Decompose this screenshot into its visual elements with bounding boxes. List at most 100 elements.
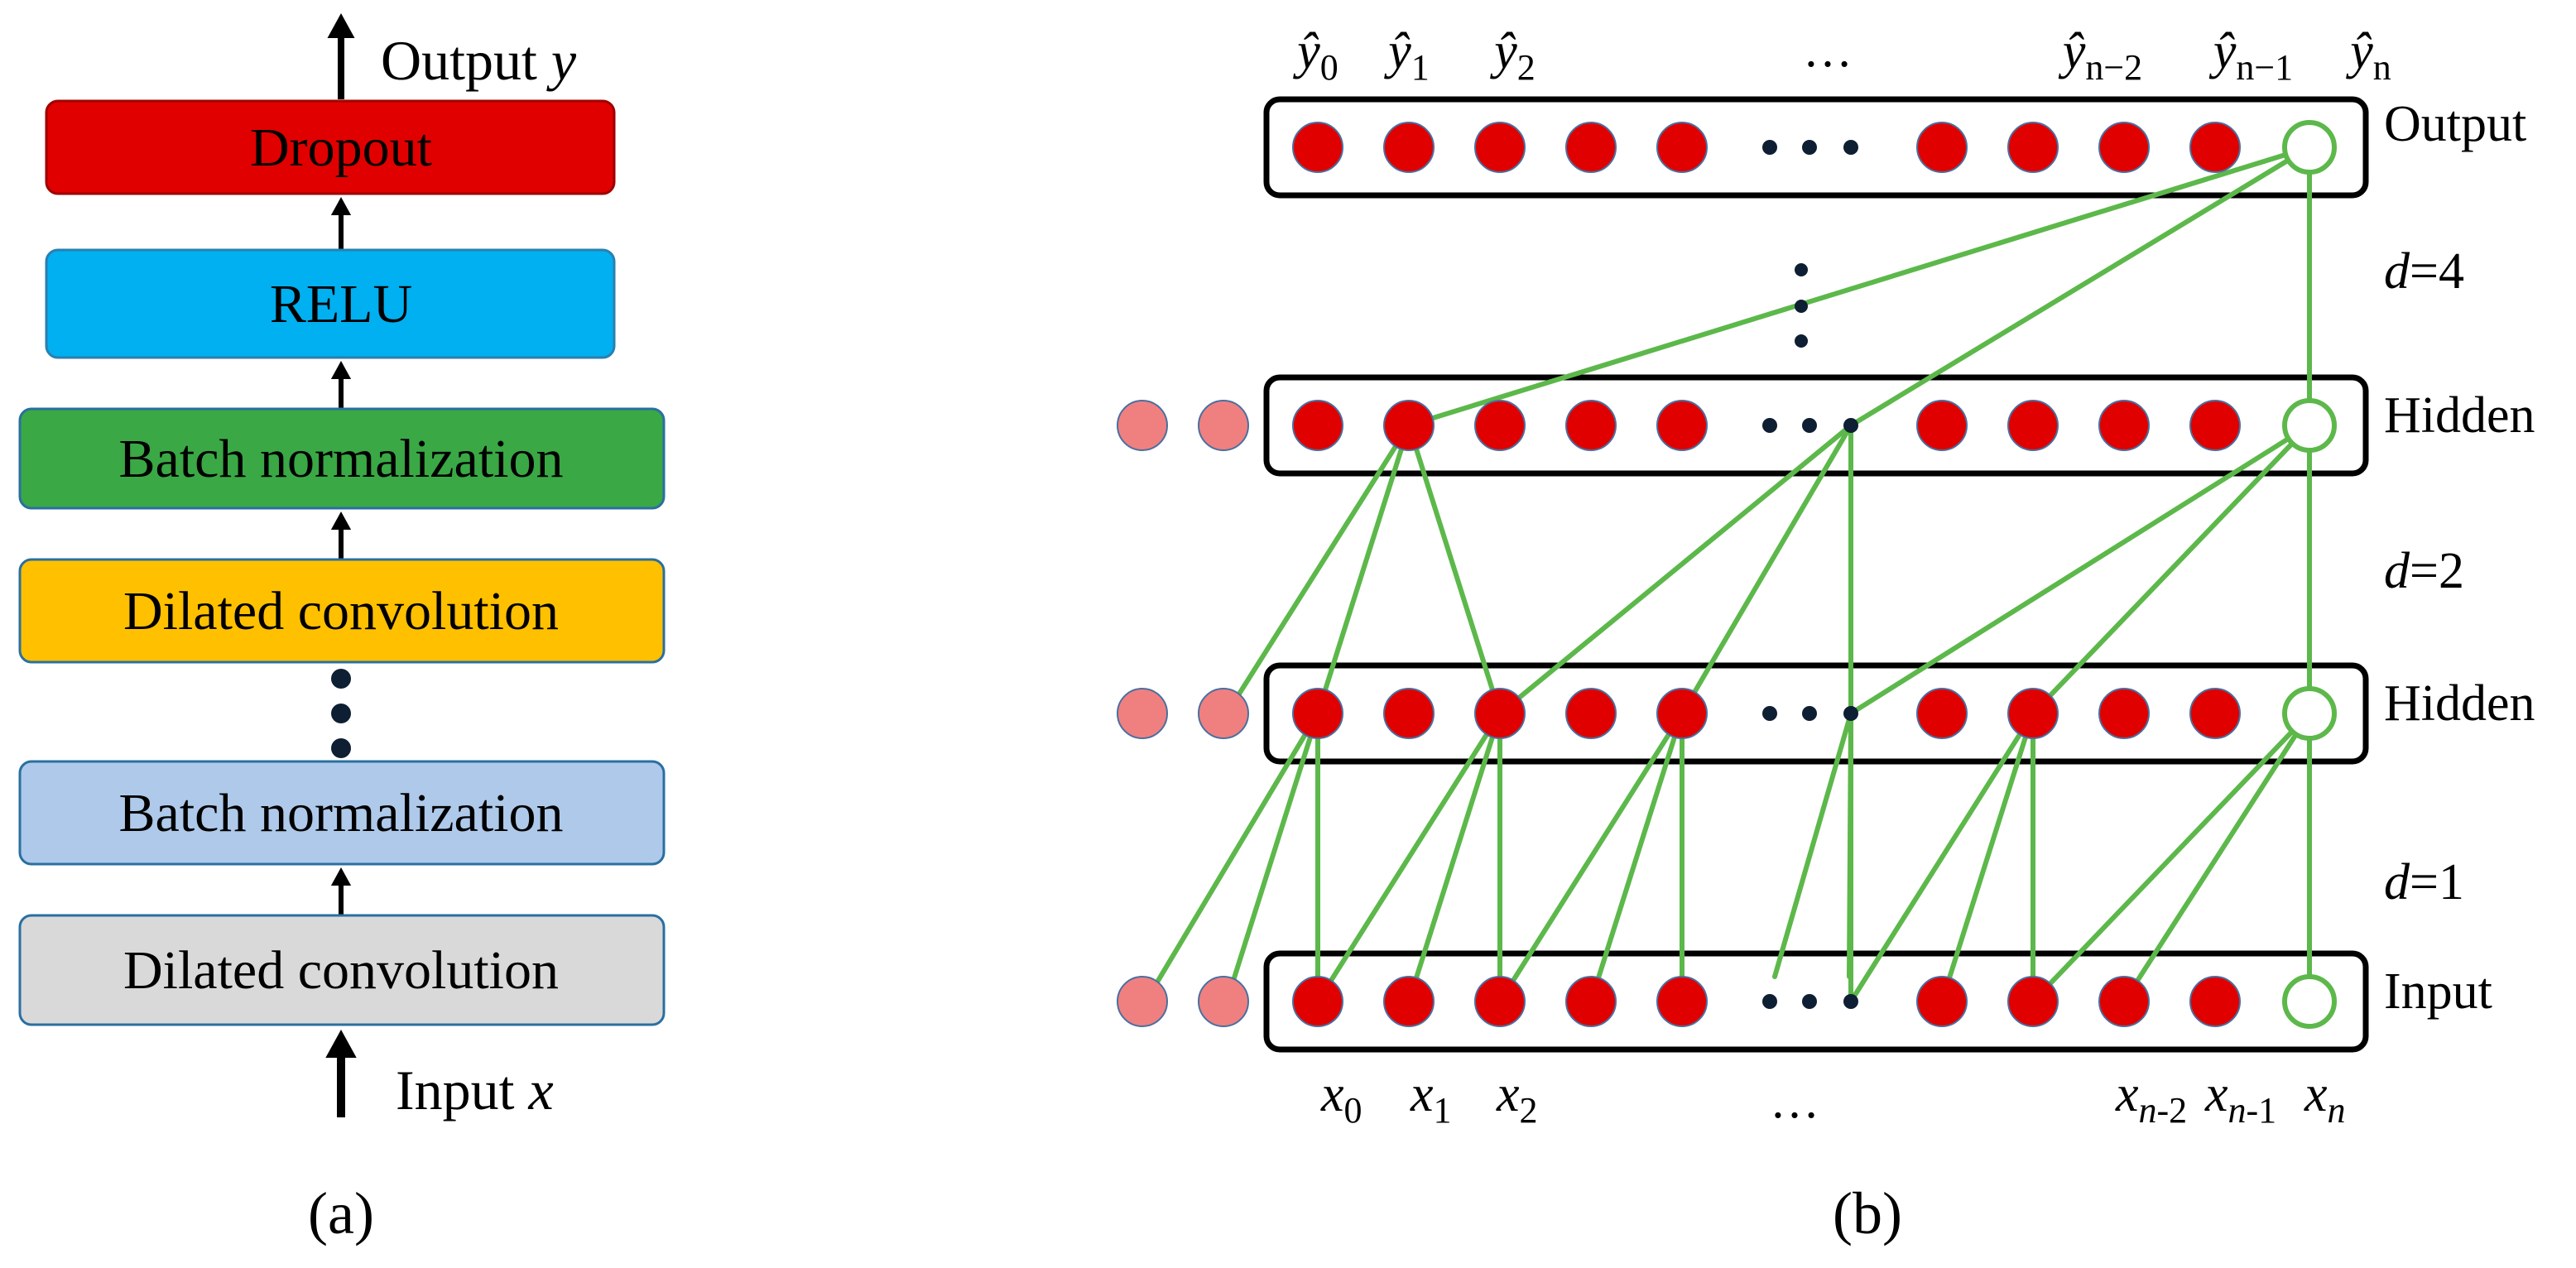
dilated-conv-block-2-label: Dilated convolution (123, 940, 559, 1001)
neuron-node (1292, 400, 1343, 451)
neurons (1117, 120, 2337, 1029)
neuron-node (1383, 688, 1435, 739)
neuron-node (2007, 976, 2059, 1027)
batchnorm-block-2-label: Batch normalization (119, 783, 564, 843)
connection-edge (1224, 711, 1320, 1004)
arrow-to-output (327, 13, 355, 99)
padding-node (1117, 976, 1168, 1027)
dilated-conv-block-2: Dilated convolution (18, 914, 666, 1026)
neuron-node (1474, 976, 1526, 1027)
layer-ellipsis-dot (1795, 300, 1808, 313)
neuron-node (1656, 688, 1708, 739)
connection-edge (1224, 423, 1411, 716)
relu-block-box (45, 248, 616, 359)
ellipsis-dot (1843, 140, 1858, 155)
output-position-node (2282, 398, 2337, 453)
output-index-label: ŷ1 (1383, 23, 1430, 88)
connection-edge (1315, 423, 1411, 716)
neuron-node (1916, 688, 1968, 739)
padding-node (1117, 400, 1168, 451)
neuron-node (2189, 400, 2241, 451)
connection-edge (1315, 711, 1502, 1004)
connection-edge (1588, 711, 1684, 1004)
connection-edge (1143, 711, 1320, 1004)
ellipsis-dot-1 (331, 669, 351, 689)
padding-node (1198, 976, 1249, 1027)
output-position-node (2282, 120, 2337, 175)
input-index-label: x2 (1496, 1066, 1538, 1131)
ellipsis-dot (1802, 994, 1817, 1009)
layer-box-0 (1263, 96, 2369, 199)
layer-box-3 (1263, 950, 2369, 1053)
output-index-label: ŷn−1 (2208, 23, 2293, 88)
neuron-node (2189, 688, 2241, 739)
neuron-node (1474, 688, 1526, 739)
connection-edge (2031, 423, 2312, 716)
padding-node (1117, 688, 1168, 739)
neuron-node (2098, 122, 2150, 173)
batchnorm-block-2-box (18, 760, 666, 866)
layer-box-1 (1263, 374, 2369, 477)
neuron-node (1474, 122, 1526, 173)
neuron-node (2189, 976, 2241, 1027)
connection-edge (1497, 711, 1684, 1004)
ellipsis-dot (1843, 418, 1858, 433)
ellipsis-dot (1843, 994, 1858, 1009)
neuron-node (1383, 976, 1435, 1027)
ellipsis-dot-3 (331, 738, 351, 758)
output-index-label: ŷ0 (1292, 23, 1338, 88)
ellipsis-dot (1762, 140, 1777, 155)
neuron-node (2007, 400, 2059, 451)
caption-a: (a) (308, 1180, 374, 1246)
dilation-label-1: d=2 (2384, 543, 2464, 599)
layer-ellipsis-dot (1795, 334, 1808, 348)
output-index-label: ŷn (2345, 23, 2391, 88)
neuron-node (2007, 122, 2059, 173)
output-position-node (2282, 974, 2337, 1029)
output-position-node (2282, 686, 2337, 741)
layer-label-1: Hidden (2384, 387, 2535, 444)
neuron-node (1565, 400, 1617, 451)
flow-arrows (325, 13, 357, 1117)
connection-edge (1848, 145, 2312, 428)
layer-label-3: Input (2384, 963, 2492, 1020)
input-label: Input x (396, 1059, 554, 1122)
neuron-node (1656, 400, 1708, 451)
neuron-node (1656, 976, 1708, 1027)
neuron-node (1383, 400, 1435, 451)
layer-ellipsis-dot (1795, 263, 1808, 276)
neuron-node (2189, 122, 2241, 173)
neuron-node (1292, 688, 1343, 739)
layer-label-0: Output (2384, 96, 2526, 152)
output-index-label: ŷ2 (1489, 23, 1536, 88)
dilation-label-0: d=4 (2384, 243, 2464, 300)
ellipsis-dot (1762, 706, 1777, 721)
neuron-node (1565, 122, 1617, 173)
neuron-node (1383, 122, 1435, 173)
neuron-node (1916, 122, 1968, 173)
connection-edge (1406, 145, 2312, 428)
ellipsis-dot (1802, 706, 1817, 721)
dropout-block-label: Dropout (250, 118, 432, 178)
dilated-conv-block-1-box (18, 558, 666, 664)
input-index-label: xn (2304, 1066, 2346, 1131)
dilated-connections (1143, 145, 2312, 1004)
ellipsis-dot (1802, 140, 1817, 155)
layer-boxes (1263, 96, 2369, 1053)
dropout-block: Dropout (45, 99, 616, 195)
neuron-node (2098, 688, 2150, 739)
input-index-label: xn-2 (2115, 1066, 2187, 1131)
neuron-node (1292, 122, 1343, 173)
connection-edge (1848, 423, 2312, 716)
dilation-label-2: d=1 (2384, 854, 2464, 910)
arrow-relu-dropout (330, 197, 352, 250)
connection-edge (2031, 711, 2312, 1004)
output-index-label: ŷn−2 (2058, 23, 2142, 88)
neuron-node (2098, 400, 2150, 451)
input-index-label: x1 (1410, 1066, 1452, 1131)
relu-block-label: RELU (270, 274, 412, 334)
layer-box-2 (1263, 662, 2369, 765)
